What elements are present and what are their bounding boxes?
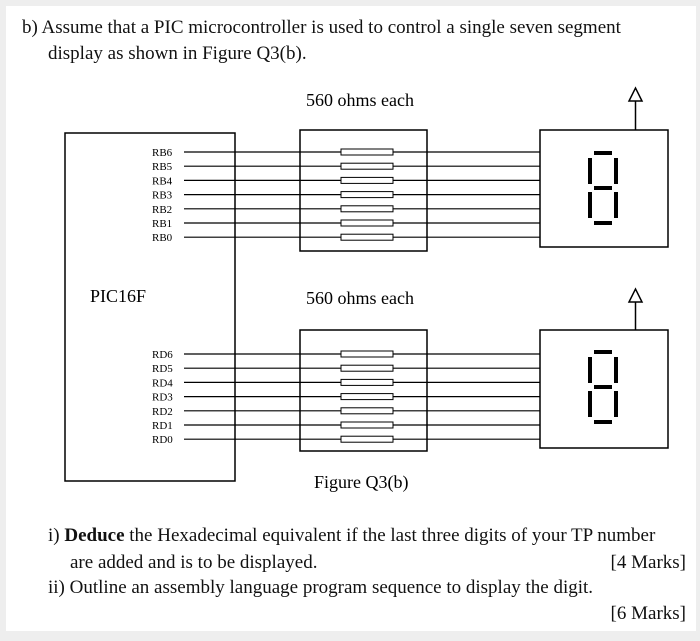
resistor-pack-bottom (299, 329, 428, 452)
pin-label: RD1 (152, 420, 173, 432)
resistor (340, 378, 394, 386)
pin-label: RB0 (152, 232, 173, 244)
part-i-line-2: are added and is to be displayed. (70, 552, 318, 573)
pin-label: RD0 (152, 434, 173, 446)
pin-label: RB5 (152, 161, 173, 173)
pin-label: RB4 (152, 175, 173, 187)
port-b-wires (184, 148, 540, 241)
resistor (340, 350, 394, 358)
resistor (340, 176, 394, 184)
pin-label: RB2 (152, 204, 172, 216)
intro-line-2: display as shown in Figure Q3(b). (48, 43, 307, 64)
pin-label: RD2 (152, 406, 173, 418)
resistor (340, 191, 394, 199)
display-bottom-segments (588, 350, 618, 424)
part-i-keyword: Deduce (64, 525, 125, 546)
vcc-arrow-top-icon (627, 86, 644, 130)
figure-caption: Figure Q3(b) (314, 472, 408, 493)
pin-label: RD6 (152, 349, 173, 361)
resistor (340, 407, 394, 415)
resistor (340, 233, 394, 241)
mcu-label: PIC16F (90, 286, 146, 306)
vcc-arrow-bottom-icon (627, 287, 644, 330)
resistor (340, 162, 394, 170)
pin-label: RD5 (152, 363, 173, 375)
part-i-marks: [4 Marks] (610, 552, 686, 573)
resistor (340, 421, 394, 429)
pin-label: RD4 (152, 377, 173, 389)
pin-label: RB1 (152, 218, 172, 230)
pic16f-block (64, 132, 236, 482)
part-ii-marks: [6 Marks] (610, 603, 686, 624)
pin-label: RB6 (152, 147, 173, 159)
document-page: b) Assume that a PIC microcontroller is … (6, 6, 696, 631)
display-top-segments (588, 151, 618, 225)
resistor (340, 435, 394, 443)
resistor-pack-top (299, 129, 428, 252)
resistor (340, 393, 394, 401)
pin-label: RB3 (152, 190, 173, 202)
port-d-wires (184, 350, 540, 443)
part-i-label: i) (48, 525, 60, 546)
part-ii-text: ii) Outline an assembly language program… (48, 577, 594, 598)
resistor-label-top: 560 ohms each (306, 90, 414, 110)
resistor (340, 205, 394, 213)
intro-line-1: b) Assume that a PIC microcontroller is … (22, 17, 621, 38)
resistor (340, 364, 394, 372)
resistor-label-bottom: 560 ohms each (306, 288, 414, 308)
resistor (340, 219, 394, 227)
part-i-text: the Hexadecimal equivalent if the last t… (124, 525, 656, 546)
part-i-line-1: i) Deduce the Hexadecimal equivalent if … (48, 525, 655, 547)
resistor (340, 148, 394, 156)
pin-label: RD3 (152, 392, 173, 404)
